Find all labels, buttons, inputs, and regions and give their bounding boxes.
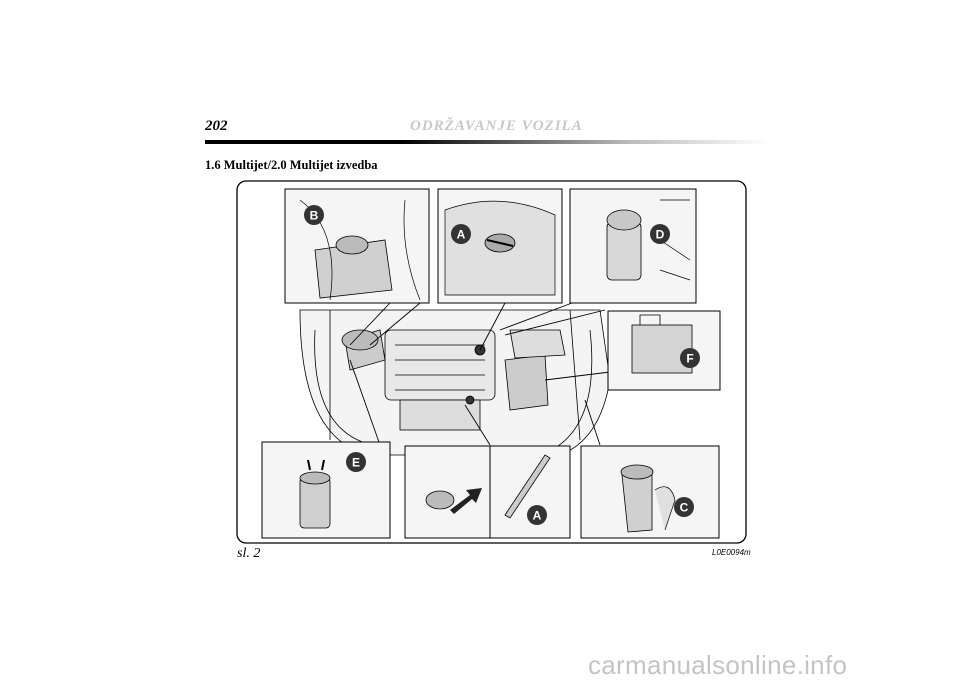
watermark: carmanualsonline.info (588, 650, 848, 680)
page-number: 202 (205, 118, 228, 134)
header-rule (205, 140, 770, 144)
callout-letter-a-bottom: A (533, 509, 542, 523)
callout-badge-e: E (346, 452, 366, 472)
callout-letter-c: C (680, 501, 689, 515)
detail-box-e (261, 441, 391, 539)
detail-box-d (569, 188, 697, 304)
callout-badge-a-bottom: A (527, 505, 547, 525)
detail-box-f (607, 310, 721, 391)
figure-label: sl. 2 (237, 546, 261, 561)
detail-box-a-top (437, 188, 563, 304)
callout-letter-a-top: A (457, 228, 466, 242)
section-title: 1.6 Multijet/2.0 Multijet izvedba (205, 158, 378, 172)
engine-bay-drawing (299, 309, 611, 456)
callout-badge-f: F (680, 348, 700, 368)
callout-letter-f: F (686, 352, 693, 366)
detail-box-c (580, 445, 720, 539)
callout-letter-e: E (352, 456, 360, 470)
callout-badge-c: C (674, 497, 694, 517)
callout-badge-d: D (650, 224, 670, 244)
chapter-title: ODRŽAVANJE VOZILA (410, 118, 583, 134)
detail-box-a-bottom (404, 445, 571, 539)
leader-lines (349, 302, 611, 446)
figure-code: L0E0094m (712, 548, 751, 557)
callout-badge-b: B (304, 205, 324, 225)
callout-letter-d: D (656, 228, 665, 242)
callout-letter-b: B (310, 209, 319, 223)
callout-badge-a-top: A (451, 224, 471, 244)
detail-box-b (284, 188, 430, 304)
